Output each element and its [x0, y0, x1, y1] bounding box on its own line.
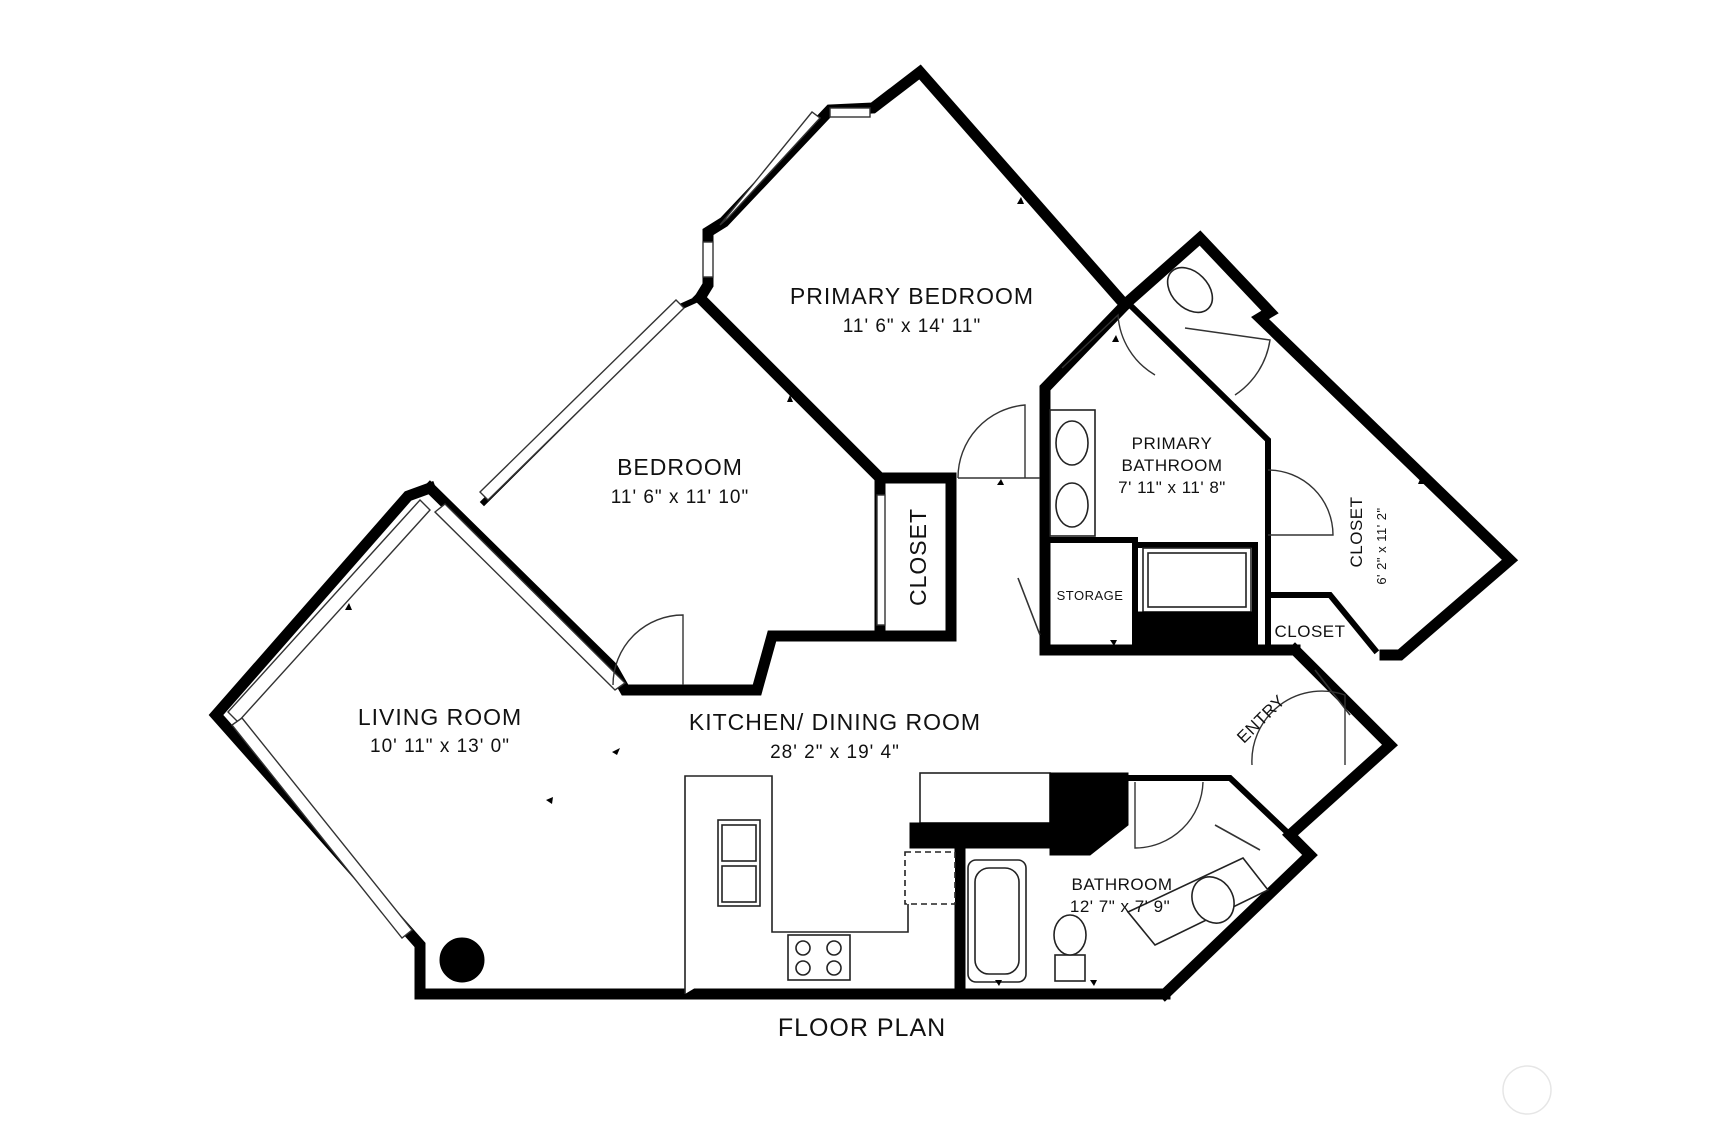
entry-closet-name: CLOSET — [1274, 622, 1345, 641]
marker — [1112, 335, 1119, 342]
bedroom-dims: 11' 6" x 11' 10" — [611, 487, 750, 508]
walkin-closet-wall — [1122, 230, 1519, 661]
primary-window-side — [702, 241, 714, 278]
primary-bedroom-name: PRIMARY BEDROOM — [790, 283, 1034, 309]
marker — [1017, 197, 1024, 204]
bathroom-top-wall — [1127, 775, 1295, 840]
burner-1 — [795, 940, 811, 956]
doors — [612, 313, 1351, 851]
burner-4 — [826, 960, 842, 976]
marker — [345, 603, 352, 610]
marker — [1090, 980, 1097, 986]
wc-toilet-icon — [1166, 266, 1214, 314]
windows — [227, 107, 886, 939]
bedroom-closet-name: CLOSET — [905, 508, 931, 606]
column-icon — [439, 937, 485, 983]
living-room-name: LIVING ROOM — [358, 704, 522, 730]
primary-sink-2-icon — [1055, 482, 1089, 528]
walkin-closet-dims: 6' 2" x 11' 2" — [1374, 507, 1389, 584]
marker — [546, 797, 553, 804]
plan-title: FLOOR PLAN — [778, 1014, 946, 1042]
bathroom-door-swing — [1134, 781, 1204, 849]
bath-toilet-icon — [1053, 914, 1087, 956]
bathroom-name: BATHROOM — [1072, 875, 1173, 894]
entry-door-leaf — [1314, 669, 1351, 716]
storage-door-leaf — [1017, 577, 1041, 636]
burner-2 — [826, 940, 842, 956]
watermark-icon — [1502, 1065, 1552, 1115]
bedroom-south-wall — [652, 630, 886, 696]
entry-closet-wall — [1265, 592, 1380, 655]
shower-wall — [1132, 542, 1258, 653]
kitchen-sink-basin-2 — [721, 865, 757, 903]
bathroom-dims: 12' 7" x 7' 9" — [1070, 897, 1170, 916]
bedroom-divider-wall — [692, 290, 888, 486]
burner-3 — [795, 960, 811, 976]
primary-window-top — [829, 107, 871, 118]
marker — [612, 748, 620, 755]
marker — [997, 479, 1004, 485]
primary-bath-east-wall — [1125, 300, 1271, 653]
walkin-door-swing — [1267, 469, 1334, 536]
markers — [345, 197, 1424, 986]
bath-toilet-tank — [1054, 954, 1086, 982]
bedroom-name: BEDROOM — [617, 454, 743, 480]
living-window-south — [230, 717, 413, 939]
fixtures — [439, 266, 1270, 994]
primary-bedroom-wall — [692, 64, 1133, 313]
walls — [208, 64, 1519, 1002]
closet-slider — [876, 494, 886, 626]
primary-shower-inner — [1147, 552, 1247, 608]
kitchen-dining-name: KITCHEN/ DINING ROOM — [689, 709, 981, 735]
primary-sink-1-icon — [1055, 420, 1089, 466]
bath-sink-icon — [1191, 876, 1235, 924]
dishwasher-icon — [904, 851, 956, 905]
primary-bath-dims: 7' 11" x 11' 8" — [1118, 478, 1226, 497]
walkin-closet-name: CLOSET — [1347, 496, 1366, 567]
primary-window-nw — [719, 111, 822, 226]
living-room-dims: 10' 11" x 13' 0" — [370, 736, 510, 757]
kitchen-cabinet — [919, 772, 1051, 824]
living-window-west — [227, 498, 431, 724]
kitchen-dining-dims: 28' 2" x 19' 4" — [770, 742, 900, 763]
marker — [995, 980, 1002, 986]
living-slider-door — [433, 503, 627, 691]
bathtub-inner — [974, 867, 1020, 975]
kitchen-fridge-block — [909, 822, 966, 849]
kitchen-sink-basin-1 — [721, 824, 757, 862]
entry-name: ENTRY — [1233, 691, 1289, 747]
wc-door-swing — [1184, 327, 1271, 396]
marker — [1110, 640, 1117, 646]
primary-bath-name-2: BATHROOM — [1122, 456, 1223, 475]
primary-bath-name-1: PRIMARY — [1132, 434, 1213, 453]
marker — [787, 395, 793, 402]
bedroom-window — [479, 299, 685, 501]
shower-platform — [1137, 611, 1254, 651]
bedroom-door-swing — [612, 614, 684, 686]
primary-bath-door-swing — [1061, 313, 1156, 376]
bathroom-door-leaf — [1214, 824, 1261, 851]
marker — [1418, 477, 1424, 484]
primary-bedroom-door-swing — [957, 404, 1026, 479]
living-north-wall — [422, 480, 664, 696]
pantry-block — [964, 772, 1129, 856]
storage-name: STORAGE — [1057, 588, 1124, 603]
primary-bedroom-dims: 11' 6" x 14' 11" — [843, 316, 982, 337]
storage-wall — [1042, 537, 1138, 653]
